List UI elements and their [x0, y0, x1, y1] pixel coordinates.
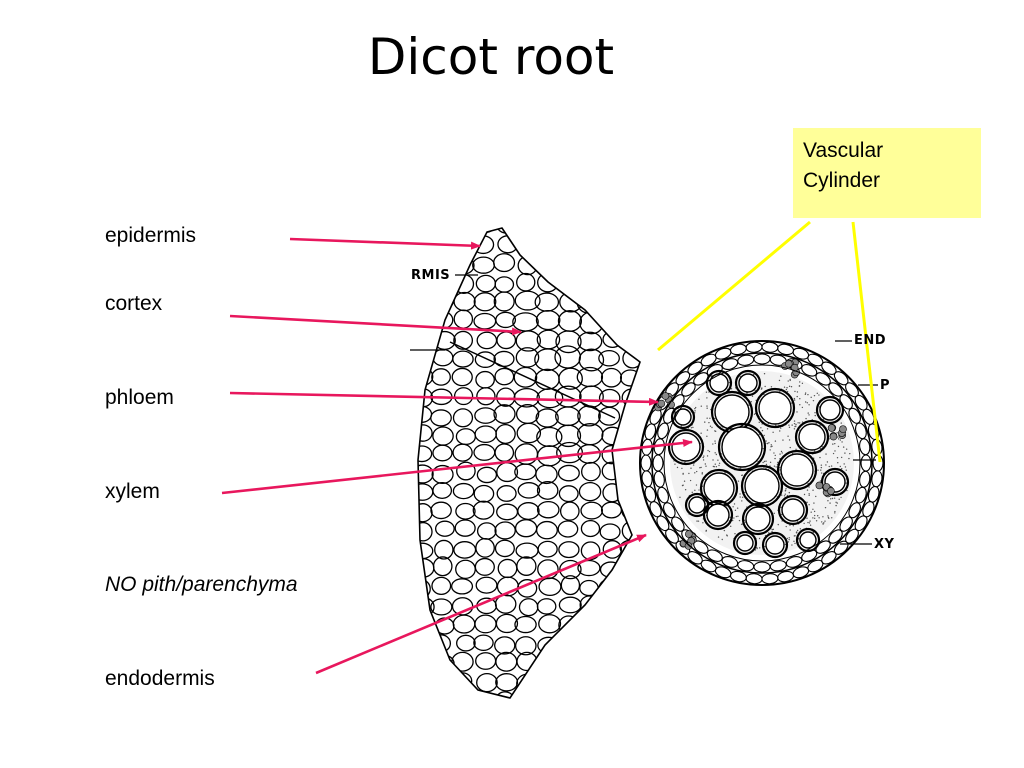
stele — [639, 340, 885, 586]
arrow-cortex — [229, 314, 522, 336]
label-arrows — [221, 237, 693, 675]
label-endodermis: endodermis — [105, 667, 215, 690]
figure-label-end: END — [854, 333, 887, 348]
label-cortex: cortex — [105, 292, 163, 315]
label-epidermis: epidermis — [105, 224, 197, 247]
vascular-cylinder-callout: Vascular Cylinder — [793, 128, 981, 218]
vascular-cylinder-pointer-lines — [657, 220, 882, 463]
figure-label-p: P — [880, 378, 891, 393]
figure-label-rmis: RMIS — [411, 268, 451, 283]
label-no-pith: NO pith/parenchyma — [105, 573, 298, 596]
cortex-wedge — [417, 227, 641, 699]
arrow-xylem — [221, 438, 693, 495]
slide-title: Dicot root — [367, 28, 615, 86]
arrow-endodermis — [315, 533, 647, 675]
label-xylem: xylem — [105, 480, 160, 503]
arrow-phloem — [229, 391, 659, 406]
label-phloem: phloem — [105, 386, 174, 409]
arrow-epidermis — [289, 237, 481, 250]
figure-leader-lines — [410, 274, 878, 545]
callout-line-1: Vascular — [803, 139, 884, 162]
figure-label-xy: XY — [874, 537, 895, 552]
callout-line-2: Cylinder — [803, 169, 881, 192]
